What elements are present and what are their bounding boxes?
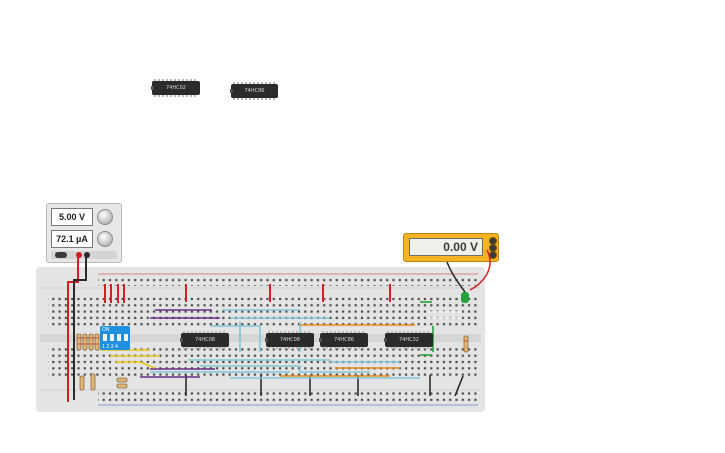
yellow-wires bbox=[100, 349, 160, 369]
chip-label: 74HC02 bbox=[166, 85, 186, 91]
voltage-display: 5.00 V bbox=[51, 208, 93, 226]
chip-label: 74HC32 bbox=[399, 337, 419, 343]
multimeter[interactable]: 0.00 V bbox=[403, 233, 499, 262]
green-wires bbox=[420, 301, 434, 356]
chip-notch bbox=[151, 86, 154, 90]
dip-numbers: 1234 bbox=[102, 344, 120, 350]
chip-label: 74HC86 bbox=[244, 88, 265, 94]
chip-notch bbox=[230, 89, 233, 93]
chip-notch bbox=[265, 338, 268, 342]
chip-74hc86-loose[interactable]: 74HC86 bbox=[230, 82, 278, 100]
chip-label: 74HC08 bbox=[280, 337, 300, 343]
multimeter-reading: 0.00 V bbox=[443, 240, 478, 254]
chip-74hc08-a[interactable]: 74HC08 bbox=[180, 331, 229, 349]
dip-on-label: ON bbox=[102, 327, 110, 333]
resistors bbox=[76, 333, 469, 391]
current-knob[interactable] bbox=[97, 231, 113, 247]
red-jumpers bbox=[104, 284, 391, 303]
dip-switch-1[interactable] bbox=[103, 334, 107, 341]
chip-74hc08-b[interactable]: 74HC08 bbox=[265, 331, 314, 349]
psu-switch[interactable] bbox=[55, 252, 67, 258]
multimeter-display: 0.00 V bbox=[409, 238, 483, 256]
probe-black bbox=[446, 261, 466, 293]
chip-label: 74HC86 bbox=[334, 337, 354, 343]
purple-wires bbox=[140, 309, 220, 378]
chip-notch bbox=[180, 338, 183, 342]
chip-74hc02-loose[interactable]: 74HC02 bbox=[151, 79, 200, 97]
dip-switch[interactable]: ON 1234 bbox=[100, 326, 130, 350]
breadboard-holes bbox=[40, 276, 481, 402]
chip-74hc32[interactable]: 74HC32 bbox=[384, 331, 433, 349]
current-display: 72.1 µA bbox=[51, 230, 93, 248]
current-value: 72.1 µA bbox=[56, 234, 88, 244]
dip-switch-3[interactable] bbox=[117, 334, 121, 341]
chip-notch bbox=[384, 338, 387, 342]
cyan-wires bbox=[150, 309, 420, 379]
wire-psu-negative bbox=[73, 255, 87, 400]
dip-switch-2[interactable] bbox=[110, 334, 114, 341]
green-led[interactable] bbox=[461, 292, 469, 303]
chip-74hc86-board[interactable]: 74HC86 bbox=[319, 331, 368, 349]
white-wires bbox=[428, 311, 462, 319]
orange-wires bbox=[280, 324, 415, 377]
chip-label: 74HC08 bbox=[195, 337, 215, 343]
power-supply[interactable]: 5.00 V 72.1 µA bbox=[46, 203, 122, 263]
voltage-value: 5.00 V bbox=[58, 212, 86, 222]
chip-notch bbox=[319, 338, 322, 342]
dip-switch-4[interactable] bbox=[124, 334, 128, 341]
probe-red bbox=[469, 249, 491, 291]
voltage-knob[interactable] bbox=[97, 209, 113, 225]
